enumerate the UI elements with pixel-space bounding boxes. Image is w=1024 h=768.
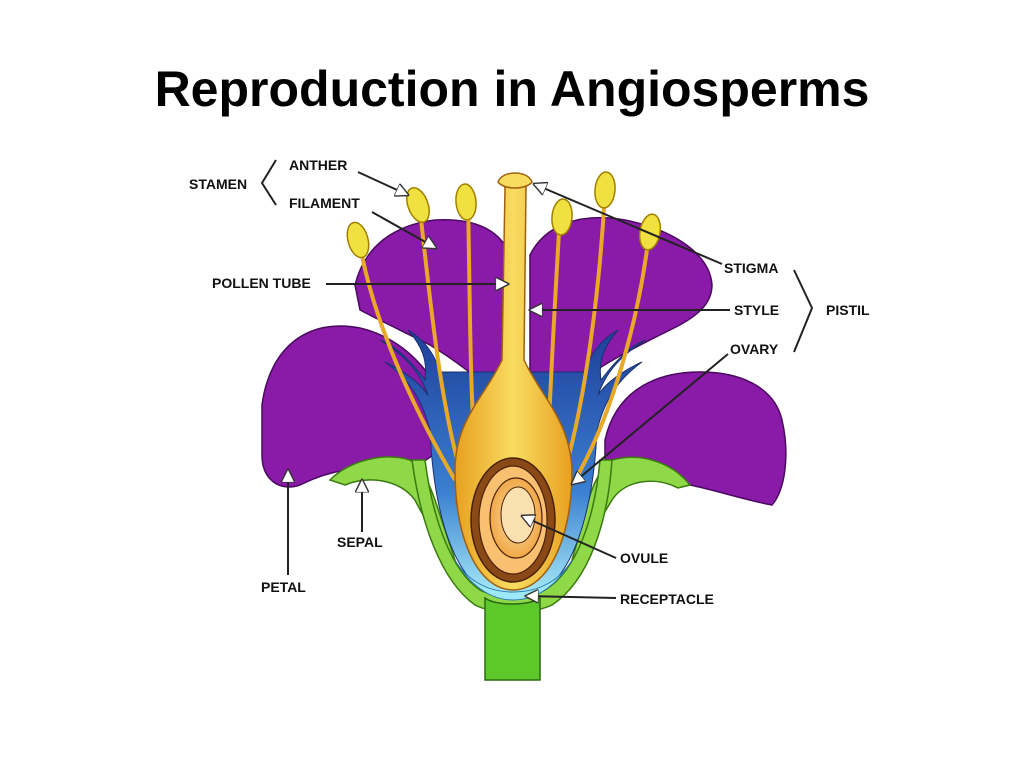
arrow-ovary (572, 353, 729, 484)
label-ovary: OVARY (730, 341, 779, 357)
anther-2 (406, 186, 430, 224)
label-style: STYLE (734, 302, 779, 318)
arrow-filament (371, 211, 436, 248)
pistil (454, 172, 573, 591)
filament-5 (563, 189, 607, 471)
pistil-bracket (793, 269, 814, 353)
receptacle-outer (411, 459, 613, 614)
label-petal: PETAL (261, 579, 306, 595)
arrow-receptacle (526, 596, 617, 598)
stem (484, 596, 541, 681)
arrow-stigma (534, 184, 723, 265)
label-pistil: PISTIL (826, 302, 870, 318)
anther-6 (638, 213, 662, 251)
anther-1 (346, 221, 370, 259)
brackets (260, 159, 814, 353)
label-stamen: STAMEN (189, 176, 247, 192)
arrow-ovule (522, 516, 617, 559)
anther-5 (594, 171, 616, 209)
label-ovule: OVULE (620, 550, 668, 566)
anther-3 (455, 183, 477, 221)
slide-title: Reproduction in Angiosperms (154, 61, 870, 117)
receptacle-floor (454, 559, 573, 601)
stamen-bracket (260, 159, 277, 206)
labels: ANTHER STAMEN FILAMENT POLLEN TUBE STIGM… (189, 157, 870, 607)
label-anther: ANTHER (289, 157, 347, 173)
stigma (497, 172, 533, 189)
label-receptacle: RECEPTACLE (620, 591, 714, 607)
label-stigma: STIGMA (724, 260, 778, 276)
ovule-sac (500, 486, 536, 544)
stamens (346, 171, 662, 482)
anther-4 (551, 198, 573, 236)
filament-1 (358, 244, 457, 482)
label-filament: FILAMENT (289, 195, 360, 211)
label-arrows (288, 171, 730, 598)
label-sepal: SEPAL (337, 534, 383, 550)
arrow-anther (357, 171, 408, 195)
label-pollen-tube: POLLEN TUBE (212, 275, 311, 291)
filament-6 (573, 224, 652, 482)
